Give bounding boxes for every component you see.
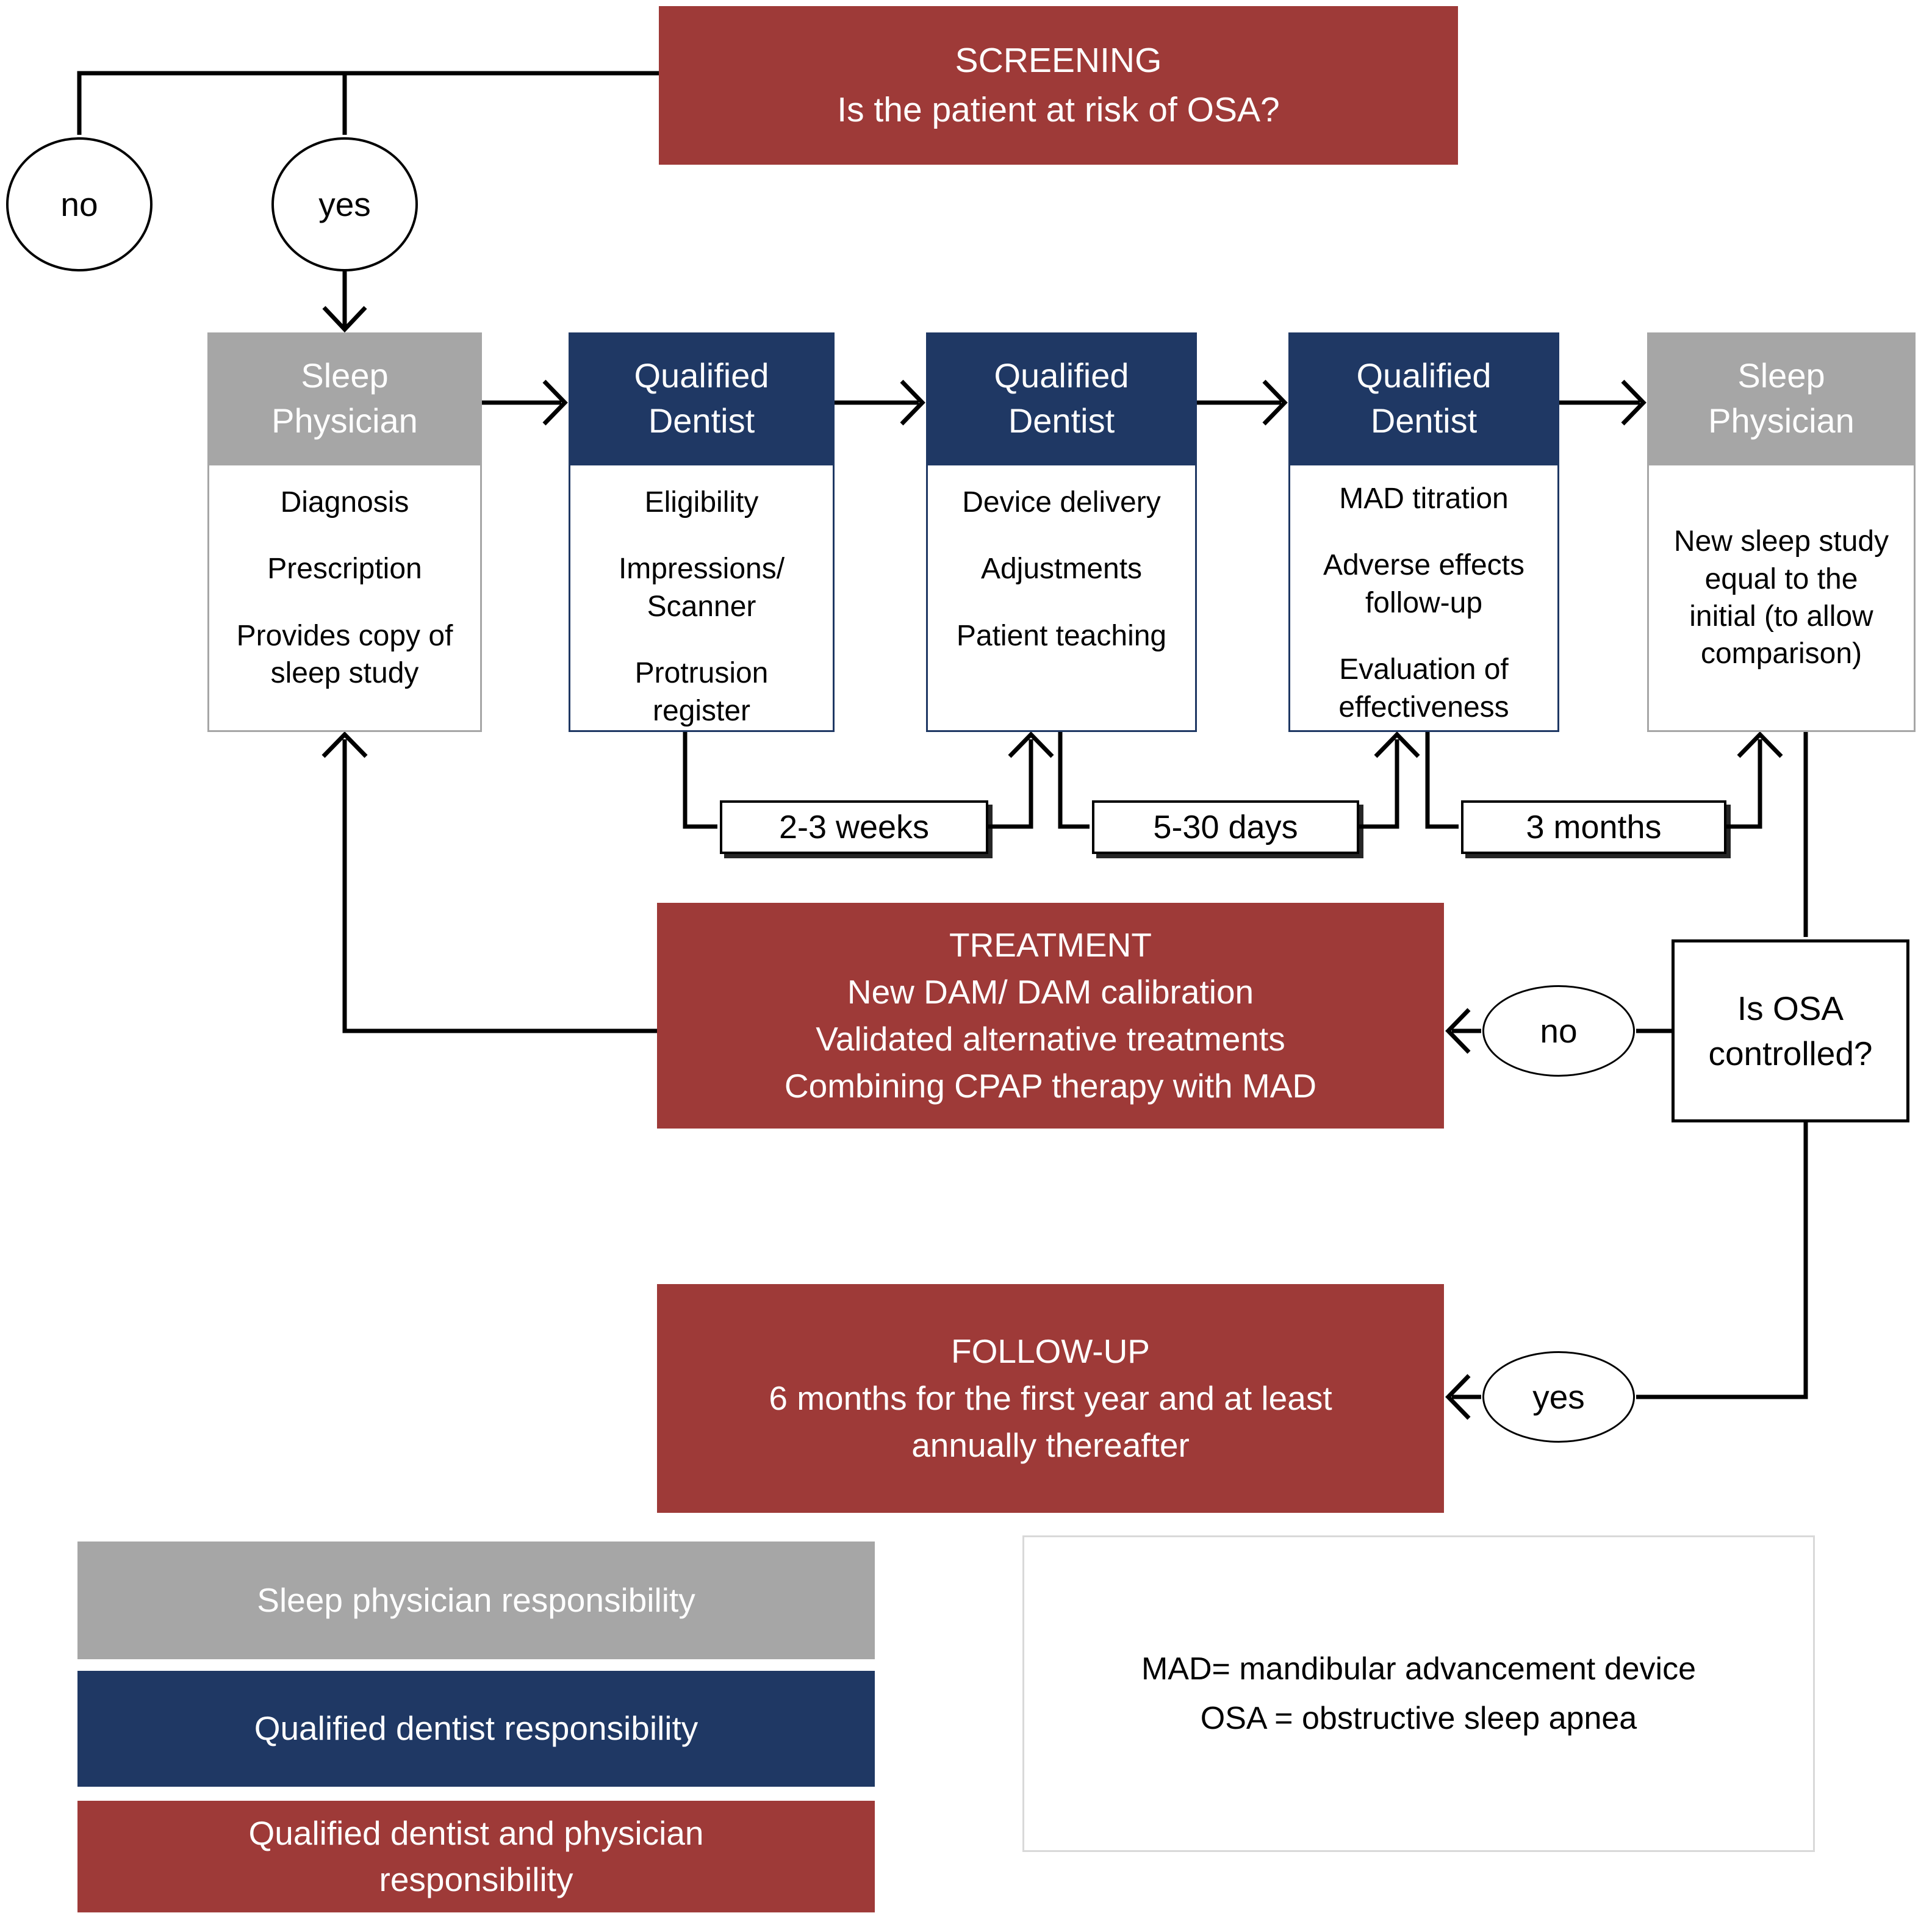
stage-qualified-dentist-3: Qualified Dentist MAD titration Adverse … [1288,332,1559,732]
stage4-body: MAD titration Adverse effects follow-up … [1288,464,1559,732]
stage4-item: Evaluation of effectiveness [1338,653,1509,723]
abbreviations-box: MAD= mandibular advancement device OSA =… [1022,1535,1815,1852]
stage1-item: Provides copy of sleep study [236,619,453,690]
osa-controlled-question: Is OSA controlled? [1708,989,1873,1072]
arrowhead-left-followup [1445,1374,1471,1420]
legend-label: Qualified dentist and physician [248,1814,704,1852]
treatment-box: TREATMENT New DAM/ DAM calibration Valid… [657,903,1444,1129]
arrowhead-up-stage1 [321,731,368,758]
screening-yes-ellipse: yes [271,137,418,271]
connector-interval3-stage5 [1726,739,1762,829]
arrowhead-up-stage4 [1374,731,1420,758]
screening-question: Is the patient at risk of OSA? [837,90,1280,129]
stage-sleep-physician-1: Sleep Physician Diagnosis Prescription P… [207,332,482,732]
stage1-item: Prescription [267,553,422,586]
treatment-line: New DAM/ DAM calibration [847,973,1254,1011]
decision-yes-ellipse: yes [1482,1351,1635,1443]
arrowhead-up-stage3 [1008,731,1054,758]
screening-yes-label: yes [318,185,371,223]
stage5-header: Sleep Physician [1647,332,1916,464]
connector-interval2-stage4 [1359,739,1399,829]
legend-qualified-dentist: Qualified dentist responsibility [77,1671,875,1787]
decision-no-label: no [1540,1012,1578,1050]
stage1-item: Diagnosis [280,486,409,519]
followup-title: FOLLOW-UP [951,1332,1150,1370]
connector-stage2-interval1 [683,732,717,829]
interval-3-months: 3 months [1461,800,1726,854]
interval-label: 2-3 weeks [778,809,930,845]
connector-stage4-interval3 [1425,732,1459,829]
stage4-item: Adverse effects follow-up [1323,549,1524,619]
stage2-item: Protrusion register [634,657,769,727]
stage-qualified-dentist-2: Qualified Dentist Device delivery Adjust… [926,332,1197,732]
screening-no-label: no [60,185,98,223]
stage4-header: Qualified Dentist [1288,332,1559,464]
legend-sleep-physician: Sleep physician responsibility [77,1542,875,1659]
arrowhead-right-stage5 [1621,379,1647,426]
abbreviation-osa: OSA = obstructive sleep apnea [1200,1700,1637,1736]
stage2-body: Eligibility Impressions/ Scanner Protrus… [569,464,835,732]
arrowhead-up-stage5 [1737,731,1783,758]
followup-box: FOLLOW-UP 6 months for the first year an… [657,1284,1444,1513]
stage2-header: Qualified Dentist [569,332,835,464]
stage3-item: Device delivery [962,486,1161,519]
screening-no-ellipse: no [6,137,153,271]
stage3-body: Device delivery Adjustments Patient teac… [926,464,1197,732]
stage1-body: Diagnosis Prescription Provides copy of … [207,464,482,732]
stage3-header: Qualified Dentist [926,332,1197,464]
treatment-line: Combining CPAP therapy with MAD [784,1067,1317,1105]
decision-yes-label: yes [1532,1378,1585,1416]
legend-label: responsibility [379,1860,573,1898]
followup-line: 6 months for the first year and at least [769,1379,1332,1417]
stage5-item: New sleep study equal to the initial (to… [1673,525,1889,670]
abbreviation-mad: MAD= mandibular advancement device [1141,1651,1697,1687]
legend-label: Sleep physician responsibility [257,1581,695,1619]
stage4-item: MAD titration [1339,483,1509,515]
stage1-header: Sleep Physician [207,332,482,464]
arrowhead-right-stage2 [542,379,568,426]
stage2-item: Impressions/ Scanner [618,553,785,623]
connector-screening-split [77,71,659,135]
stage3-item: Adjustments [980,553,1143,586]
stage-qualified-dentist-1: Qualified Dentist Eligibility Impression… [569,332,835,732]
screening-box: SCREENING Is the patient at risk of OSA? [659,6,1458,165]
arrowhead-down-stage1 [322,306,367,333]
osa-controlled-decision-box: Is OSA controlled? [1672,939,1909,1122]
stage2-item: Eligibility [644,486,759,519]
arrowhead-left-treatment [1445,1008,1471,1054]
interval-label: 5-30 days [1153,809,1298,845]
interval-5-30-days: 5-30 days [1092,800,1359,854]
interval-2-3-weeks: 2-3 weeks [720,800,988,854]
stage5-body: New sleep study equal to the initial (to… [1647,464,1916,732]
connector-interval1-stage3 [988,739,1033,829]
stage3-item: Patient teaching [956,619,1167,652]
interval-label: 3 months [1526,809,1662,845]
arrowhead-right-stage3 [900,379,925,426]
stage-sleep-physician-2: Sleep Physician New sleep study equal to… [1647,332,1916,732]
followup-line: annually thereafter [911,1426,1190,1464]
legend-label: Qualified dentist responsibility [254,1709,698,1748]
connector-stage3-interval2 [1058,732,1090,829]
connector-treatment-stage1 [342,739,657,1033]
decision-no-ellipse: no [1482,985,1635,1077]
arrowhead-right-stage4 [1262,379,1288,426]
treatment-line: Validated alternative treatments [816,1020,1285,1058]
treatment-title: TREATMENT [949,926,1152,964]
connector-decision-yes [1636,1122,1808,1399]
legend-dentist-and-physician: Qualified dentist and physician responsi… [77,1801,875,1912]
screening-title: SCREENING [955,41,1162,81]
